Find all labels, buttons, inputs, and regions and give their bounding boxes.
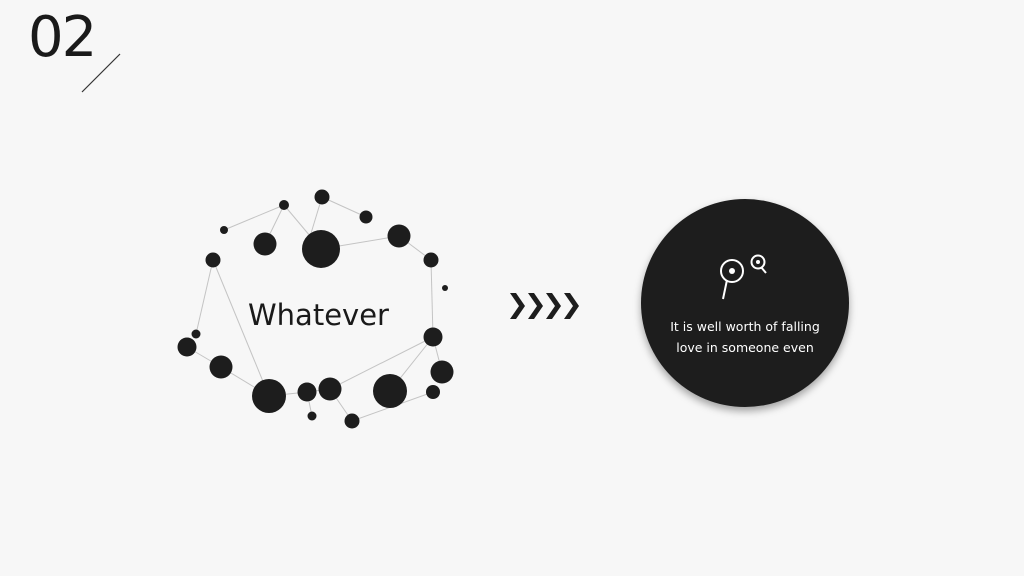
slide-number: 02	[28, 5, 97, 70]
chevrons-right-icon	[510, 293, 579, 319]
network-node	[430, 360, 454, 384]
network-node	[209, 355, 233, 379]
network-node	[423, 327, 443, 347]
network-node	[314, 189, 330, 205]
pin-icon	[720, 254, 767, 300]
network-node	[302, 230, 340, 268]
callout-text: It is well worth of falling love in some…	[641, 316, 849, 358]
callout-line-1: It is well worth of falling	[670, 319, 820, 334]
network-node	[297, 382, 317, 402]
slide-number-divider	[81, 53, 121, 93]
network-node	[426, 385, 440, 399]
callout-circle: It is well worth of falling love in some…	[641, 199, 849, 407]
network-label: Whatever	[248, 298, 389, 332]
network-node	[191, 329, 201, 339]
network-node	[279, 200, 289, 210]
network-node	[205, 252, 221, 268]
network-nodes	[177, 189, 454, 429]
network-node	[307, 411, 317, 421]
network-node	[220, 226, 228, 234]
network-node	[318, 377, 342, 401]
network-node	[252, 379, 286, 413]
network-node	[253, 232, 277, 256]
network-node	[344, 413, 360, 429]
network-node	[373, 374, 407, 408]
network-node	[442, 285, 448, 291]
callout-line-2: love in someone even	[676, 340, 814, 355]
network-node	[423, 252, 439, 268]
network-node	[387, 224, 411, 248]
network-node	[177, 337, 197, 357]
network-node	[359, 210, 373, 224]
